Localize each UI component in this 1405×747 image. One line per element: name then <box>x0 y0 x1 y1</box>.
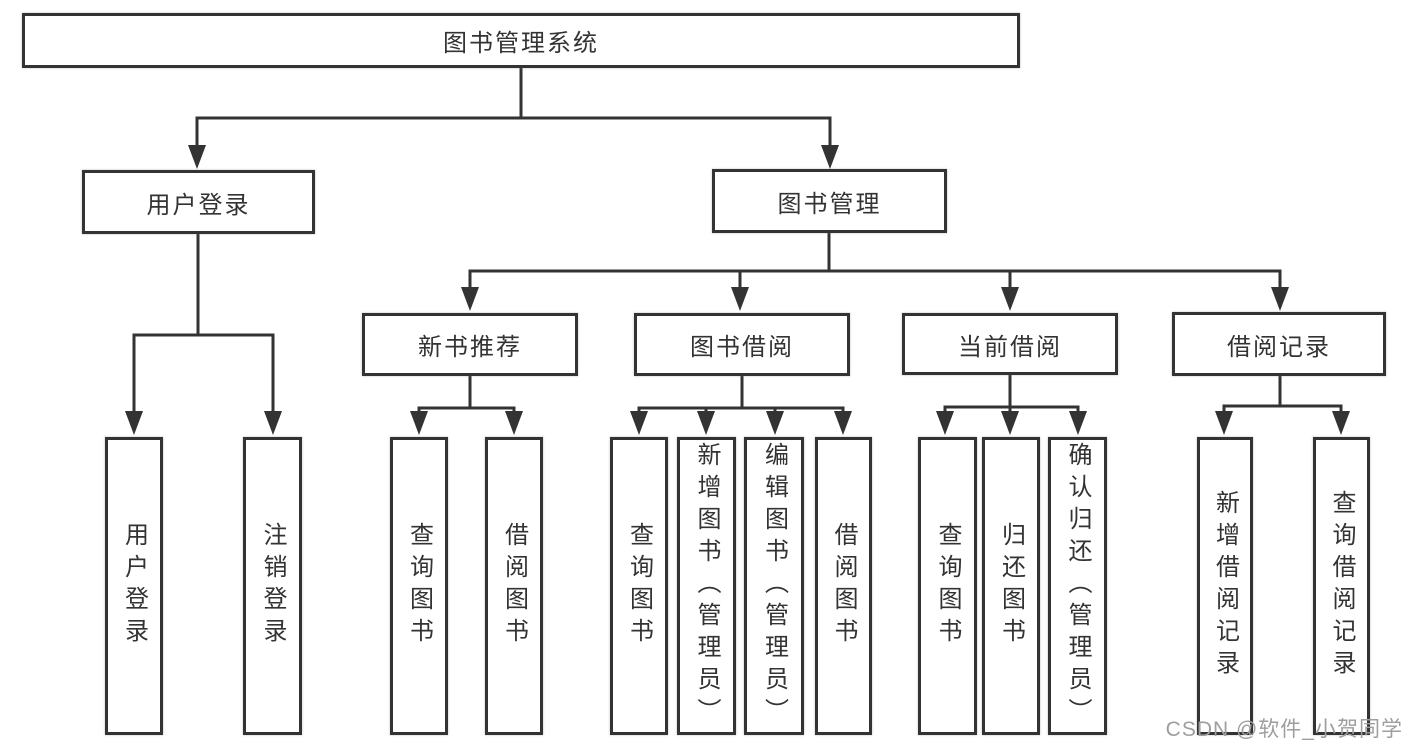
leaf-query-borrow-record: 查询借阅记录 <box>1313 437 1370 735</box>
watermark: CSDN @软件_小贺同学 <box>1165 718 1403 741</box>
leaf-return-book: 归还图书 <box>982 437 1040 735</box>
node-book-borrow: 图书借阅 <box>634 313 850 376</box>
node-user-login: 用户登录 <box>82 170 315 234</box>
leaf-query-book-borrow: 查询图书 <box>610 437 668 735</box>
leaf-borrow-book-recommend: 借阅图书 <box>485 437 543 735</box>
leaf-user-login: 用户登录 <box>105 437 163 735</box>
node-book-management: 图书管理 <box>712 169 947 233</box>
leaf-confirm-return-admin: 确认归还（管理员） <box>1048 437 1107 735</box>
node-borrow-records: 借阅记录 <box>1172 312 1386 376</box>
leaf-query-book-current: 查询图书 <box>918 437 977 735</box>
node-root: 图书管理系统 <box>22 13 1020 68</box>
arrowheads <box>125 145 1350 435</box>
leaf-logout: 注销登录 <box>243 437 302 735</box>
leaf-query-book-recommend: 查询图书 <box>390 437 448 735</box>
leaf-borrow-book: 借阅图书 <box>815 437 872 735</box>
leaf-edit-book-admin: 编辑图书（管理员） <box>744 437 804 735</box>
node-current-borrow: 当前借阅 <box>902 313 1118 375</box>
node-new-book-recommend: 新书推荐 <box>362 313 578 376</box>
leaf-add-borrow-record: 新增借阅记录 <box>1197 437 1253 735</box>
leaf-add-book-admin: 新增图书（管理员） <box>677 437 736 735</box>
